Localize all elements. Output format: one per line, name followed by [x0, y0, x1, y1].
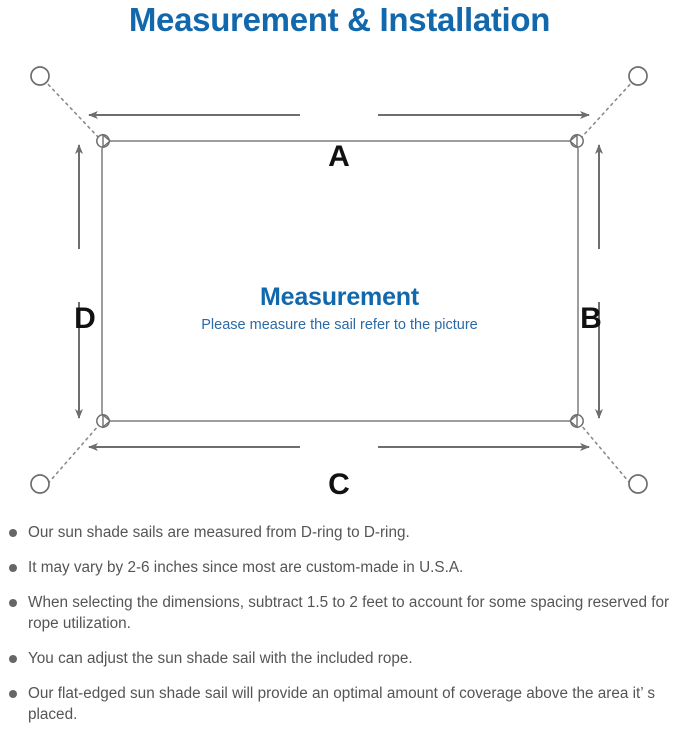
note-text: When selecting the dimensions, subtract …	[28, 594, 670, 632]
list-item: You can adjust the sun shade sail with t…	[0, 648, 679, 669]
bullet-icon	[9, 690, 17, 698]
shade-sail-diagram: Measurement Please measure the sail refe…	[0, 44, 679, 520]
bullet-icon	[9, 655, 17, 663]
bullet-icon	[9, 599, 17, 607]
note-text: Our flat-edged sun shade sail will provi…	[28, 685, 655, 723]
tab-tr	[568, 133, 578, 149]
top-right-anchor	[628, 66, 648, 86]
dimension-label-c: C	[328, 468, 350, 501]
top-left-anchor	[30, 66, 50, 86]
anchor-circles	[30, 66, 648, 494]
tab-bl	[102, 413, 112, 429]
tab-tl	[102, 133, 112, 149]
diagram-svg	[30, 66, 648, 494]
rope-top-left	[43, 79, 100, 139]
rope-top-right	[580, 79, 635, 139]
list-item: Our flat-edged sun shade sail will provi…	[0, 683, 679, 725]
d-ring-tabs	[102, 133, 578, 429]
bottom-right-anchor	[628, 474, 648, 494]
list-item: It may vary by 2-6 inches since most are…	[0, 557, 679, 578]
rope-bottom-right	[580, 424, 635, 489]
dimension-arrows	[75, 111, 603, 451]
page-title: Measurement & Installation	[128, 1, 551, 38]
list-item: When selecting the dimensions, subtract …	[0, 592, 679, 634]
bottom-left-anchor	[30, 474, 50, 494]
dimension-label-d: D	[74, 302, 96, 335]
rope-bottom-left	[43, 424, 100, 489]
note-text: Our sun shade sails are measured from D-…	[28, 524, 410, 541]
tab-br	[568, 413, 578, 429]
dimension-label-a: A	[328, 140, 350, 173]
list-item: Our sun shade sails are measured from D-…	[0, 522, 679, 543]
bullet-icon	[9, 564, 17, 572]
dimension-label-b: B	[580, 302, 602, 335]
rope-lines	[43, 79, 635, 489]
sail-body	[101, 140, 579, 422]
notes-list: Our sun shade sails are measured from D-…	[0, 522, 679, 739]
note-text: It may vary by 2-6 inches since most are…	[28, 559, 464, 576]
bullet-icon	[9, 529, 17, 537]
note-text: You can adjust the sun shade sail with t…	[28, 650, 413, 667]
